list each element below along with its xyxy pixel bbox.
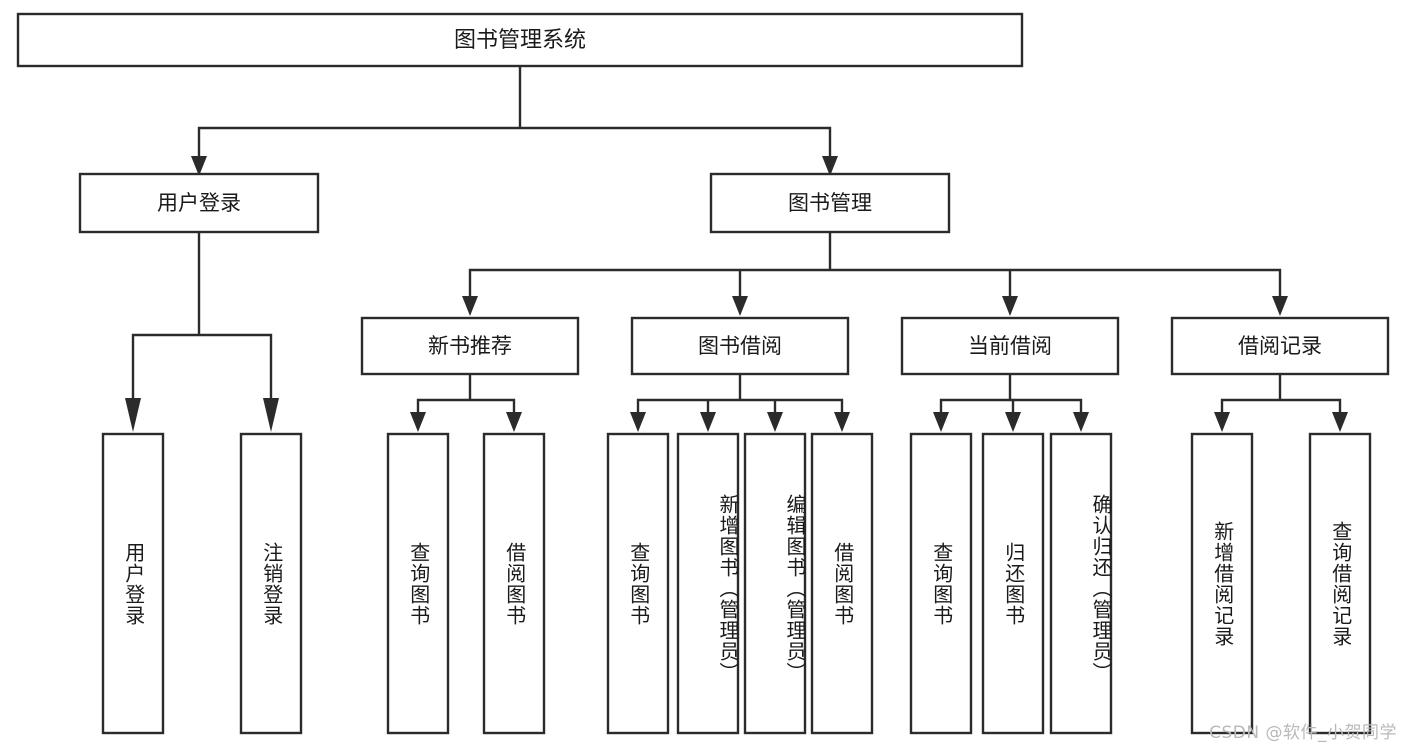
- leaf-node-edit-book-admin[interactable]: [743, 432, 807, 735]
- arrow-head: [732, 296, 748, 316]
- leaf-node-confirm-return-admin[interactable]: [1049, 432, 1113, 735]
- leaf-node-logout[interactable]: [239, 432, 303, 735]
- node-current-borrow[interactable]: 当前借阅: [900, 316, 1120, 376]
- node-label-book-management: 图书管理: [788, 191, 872, 215]
- node-book-borrow[interactable]: 图书借阅: [630, 316, 850, 376]
- connector-root-to-level2: [191, 64, 838, 176]
- node-label-current-borrow: 当前借阅: [968, 334, 1052, 358]
- node-label-root: 图书管理系统: [454, 28, 586, 53]
- connector-borrowrecords-to-leaves: [1214, 372, 1348, 432]
- arrow-head: [767, 412, 783, 432]
- connector-userlogin-to-leaves: [125, 230, 279, 432]
- node-root-system[interactable]: 图书管理系统: [16, 12, 1024, 68]
- node-label-user-login: 用户登录: [157, 191, 241, 215]
- arrow-head: [263, 398, 279, 432]
- connector-newbooks-to-leaves: [410, 372, 522, 432]
- arrow-head: [191, 156, 207, 176]
- arrow-head: [1073, 412, 1089, 432]
- node-label-borrow-records: 借阅记录: [1238, 334, 1322, 358]
- node-user-login[interactable]: 用户登录: [78, 172, 320, 234]
- arrow-head: [1272, 296, 1288, 316]
- leaf-node-add-borrow-record[interactable]: [1190, 432, 1254, 735]
- node-book-management[interactable]: 图书管理: [709, 172, 951, 234]
- leaf-node-return-book[interactable]: [981, 432, 1045, 735]
- connector-borrowbooks-to-leaves: [630, 372, 850, 432]
- leaf-node-user-login[interactable]: [101, 432, 165, 735]
- connector-booksmgmt-to-level3: [462, 230, 1288, 316]
- connector-currentborrow-to-leaves: [933, 372, 1089, 432]
- leaf-node-query-borrow-record[interactable]: [1308, 432, 1372, 735]
- arrow-head: [125, 398, 141, 432]
- arrow-head: [1002, 296, 1018, 316]
- leaf-node-borrow-books-recommend[interactable]: [482, 432, 546, 735]
- arrow-head: [630, 412, 646, 432]
- leaf-node-query-books-current[interactable]: [909, 432, 973, 735]
- node-borrow-records[interactable]: 借阅记录: [1170, 316, 1390, 376]
- leaf-node-query-books-borrow[interactable]: [606, 432, 670, 735]
- leaf-node-query-books-recommend[interactable]: [386, 432, 450, 735]
- arrow-head: [822, 156, 838, 176]
- watermark-text: CSDN @软件_小贺同学: [1209, 723, 1397, 743]
- leaf-node-add-book-admin[interactable]: [676, 432, 740, 735]
- leaf-node-borrow-book[interactable]: [810, 432, 874, 735]
- arrow-head: [506, 412, 522, 432]
- arrow-head: [1214, 412, 1230, 432]
- arrow-head: [933, 412, 949, 432]
- node-label-new-book-recommend: 新书推荐: [428, 334, 512, 358]
- arrow-head: [462, 296, 478, 316]
- arrow-head: [410, 412, 426, 432]
- node-new-book-recommend[interactable]: 新书推荐: [360, 316, 580, 376]
- node-label-book-borrow: 图书借阅: [698, 334, 782, 358]
- arrow-head: [834, 412, 850, 432]
- arrow-head: [1005, 412, 1021, 432]
- arrow-head: [1332, 412, 1348, 432]
- arrow-head: [700, 412, 716, 432]
